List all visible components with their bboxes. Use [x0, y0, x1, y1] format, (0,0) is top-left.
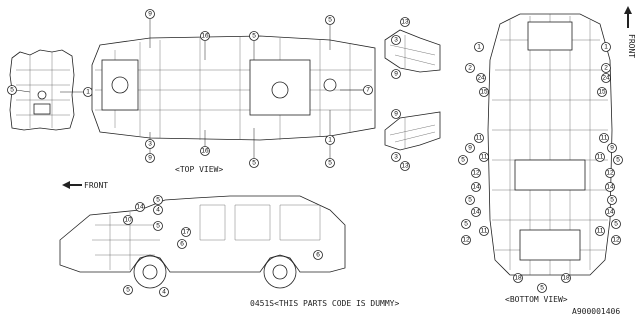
callout-5: 5 — [156, 223, 160, 230]
front-panel-callouts: 5 1 — [7, 85, 93, 97]
front-arrow-right: FRONT — [624, 6, 636, 58]
callout-7: 7 — [366, 87, 370, 94]
callout-5: 5 — [610, 197, 614, 204]
callout-6: 6 — [316, 252, 320, 259]
callout-9: 9 — [394, 71, 398, 78]
callout-4: 4 — [162, 289, 166, 296]
callout-5: 5 — [616, 157, 620, 164]
callout-3: 3 — [394, 37, 398, 44]
callout-1: 1 — [604, 44, 608, 51]
callout-3: 3 — [148, 141, 152, 148]
dummy-parts-note: 0451S<THIS PARTS CODE IS DUMMY> — [250, 299, 399, 308]
callout-5: 1 — [328, 137, 332, 144]
rear-panel-lower-drawing — [384, 111, 441, 151]
callout-15: 15 — [598, 89, 606, 96]
callout-11: 11 — [481, 228, 488, 235]
callout-12: 12 — [472, 170, 480, 177]
callout-9: 9 — [394, 111, 398, 118]
top-view-drawing — [91, 35, 376, 141]
callout-9: 9 — [610, 145, 614, 152]
callout-1: 1 — [477, 44, 481, 51]
callout-2: 2 — [604, 65, 608, 72]
callout-6: 6 — [180, 241, 184, 248]
callout-5: 5 — [328, 160, 332, 167]
callout-17: 17 — [182, 229, 190, 236]
callout-9: 9 — [148, 11, 152, 18]
callout-16: 16 — [201, 148, 209, 155]
front-label-right: FRONT — [627, 34, 636, 58]
callout-5: 5 — [328, 17, 332, 24]
callout-5: 5 — [614, 221, 618, 228]
callout-24: 24 — [602, 75, 610, 82]
callout-12: 12 — [606, 170, 614, 177]
callout-11: 11 — [601, 135, 608, 142]
callout-14: 14 — [606, 209, 614, 216]
callout-12: 12 — [612, 237, 620, 244]
callout-14: 14 — [606, 184, 614, 191]
bottom-view-label: <BOTTOM VIEW> — [505, 295, 568, 304]
callout-11: 11 — [597, 154, 604, 161]
callout-14: 14 — [136, 204, 144, 211]
callout-5: 5 — [156, 197, 160, 204]
callout-13: 13 — [401, 163, 409, 170]
callout-18: 18 — [514, 275, 522, 282]
bottom-view-drawing — [487, 13, 613, 276]
callout-12: 12 — [462, 237, 470, 244]
callout-5: 5 — [461, 157, 465, 164]
callout-24: 24 — [477, 75, 485, 82]
callout-5: 5 — [540, 285, 544, 292]
callout-5: 5 — [468, 197, 472, 204]
callout-9: 9 — [148, 155, 152, 162]
callout-11: 11 — [481, 154, 488, 161]
callout-14: 14 — [472, 209, 480, 216]
callout-4: 4 — [156, 207, 160, 214]
front-label-left: FRONT — [84, 181, 108, 190]
callout-5: 5 — [252, 33, 256, 40]
callout-9: 9 — [468, 145, 472, 152]
callout-5: 5 — [252, 160, 256, 167]
side-view-drawing — [59, 195, 346, 289]
front-panel-drawing — [9, 49, 75, 131]
callout-10: 10 — [124, 217, 132, 224]
callout-5: 5 — [10, 87, 14, 94]
callout-11: 11 — [597, 228, 604, 235]
top-view-label: <TOP VIEW> — [175, 165, 223, 174]
callout-18: 18 — [562, 275, 570, 282]
callout-2: 2 — [468, 65, 472, 72]
callout-14: 14 — [472, 184, 480, 191]
callout-5: 5 — [126, 287, 130, 294]
side-view-callouts: 5 4 10 14 4 5 17 6 6 5 — [123, 195, 323, 297]
callout-13: 13 — [401, 19, 409, 26]
callout-5: 5 — [464, 221, 468, 228]
diagram-code: A900001406 — [572, 307, 620, 316]
callout-3: 3 — [394, 154, 398, 161]
rear-panel-callouts: 13 3 9 9 3 13 — [391, 17, 410, 171]
callout-16: 16 — [201, 33, 209, 40]
bottom-view-callouts: 1 1 2 2 24 24 15 15 11 11 9 9 11 11 5 5 … — [458, 42, 623, 293]
callout-15: 15 — [480, 89, 488, 96]
front-arrow-left: FRONT — [62, 181, 108, 190]
top-view-callouts: 9 16 5 5 9 16 3 5 7 1 5 — [145, 9, 373, 168]
callout-11: 11 — [476, 135, 483, 142]
callout-1: 1 — [86, 89, 90, 96]
